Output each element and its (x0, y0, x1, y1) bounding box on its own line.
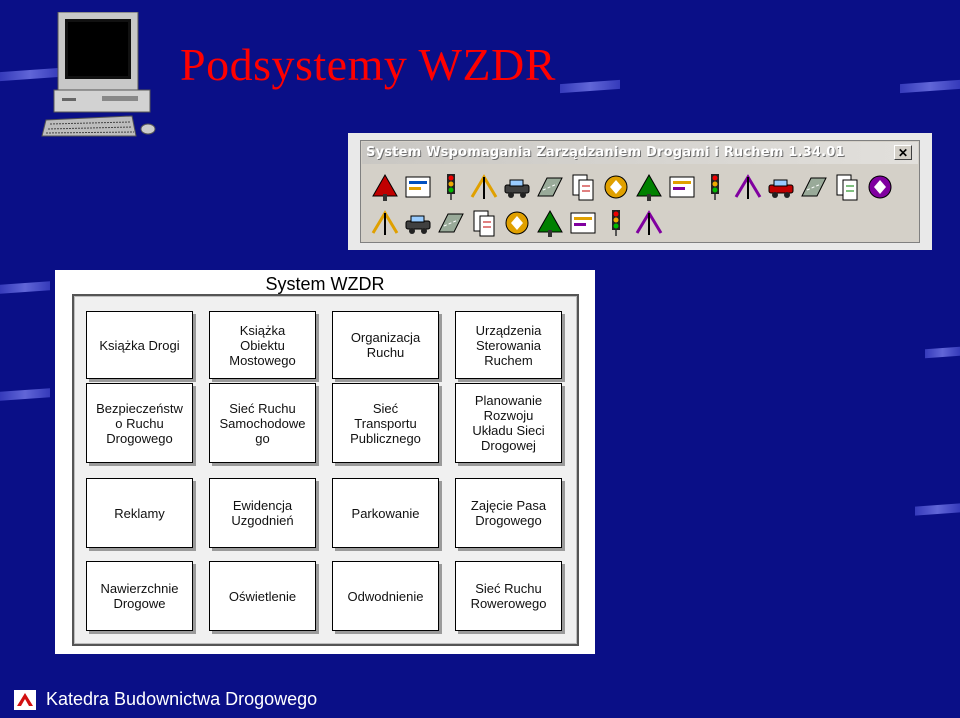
abc-text-icon (405, 176, 430, 197)
bridge-icon (836, 174, 857, 200)
parking-car-icon (734, 173, 761, 199)
diagram-title: System WZDR (265, 274, 385, 294)
subsystem-box: Książka Obiektu Mostowego (209, 311, 316, 379)
subsystem-box: Parkowanie (332, 478, 439, 548)
road-surface-icon (635, 173, 662, 201)
toolbar-cross-car-icon[interactable] (501, 207, 532, 238)
sign-icon (371, 173, 398, 201)
computer-icon (41, 12, 156, 137)
toolbar-gate-icon[interactable] (765, 171, 796, 202)
toolbar-road-junction-icon[interactable] (600, 171, 631, 202)
subsystem-box: Sieć Ruchu Samochodowe go (209, 383, 316, 463)
report-icon (371, 209, 398, 235)
decorative-stripe (900, 79, 960, 94)
app-window-inner: System Wspomagania Zarządzaniem Drogami … (360, 140, 920, 243)
toolbar-road-surface-icon[interactable] (633, 171, 664, 202)
toolbar-intersection-icon[interactable] (567, 171, 598, 202)
university-logo-icon (14, 690, 36, 710)
subsystem-box: Sieć Transportu Publicznego (332, 383, 439, 463)
toolbar-abc-text-icon[interactable] (402, 171, 433, 202)
checklist-icon (473, 210, 494, 236)
toolbar-road-layer-icon[interactable] (534, 207, 565, 238)
subsystem-box: Odwodnienie (332, 561, 439, 631)
toolbar-checklist-icon[interactable] (468, 207, 499, 238)
road-section-icon (635, 209, 662, 235)
toolbar-sign-icon[interactable] (369, 171, 400, 202)
toolbar-bus-icon[interactable] (402, 207, 433, 238)
toolbar-document-icon[interactable] (468, 171, 499, 202)
toolbar-documents-icon[interactable] (864, 171, 895, 202)
toolbar-traffic-light-icon[interactable] (501, 171, 532, 202)
map-list-icon (446, 173, 455, 200)
subsystem-box: Książka Drogi (86, 311, 193, 379)
branches-icon (800, 177, 827, 196)
toolbar-kat-label-icon[interactable] (567, 207, 598, 238)
decorative-stripe (0, 281, 50, 294)
crossroads-icon (536, 177, 563, 196)
toolbar-row-2 (369, 207, 664, 238)
toolbar-parking-icon[interactable] (435, 207, 466, 238)
subsystem-box: Nawierzchnie Drogowe (86, 561, 193, 631)
toolbar-report-icon[interactable] (369, 207, 400, 238)
app-title: System Wspomagania Zarządzaniem Drogami … (366, 145, 845, 160)
parking-icon (437, 213, 464, 232)
toolbar-tree-icon[interactable] (699, 171, 730, 202)
bus-icon (405, 215, 430, 234)
toolbar-bridge-icon[interactable] (831, 171, 862, 202)
subsystem-box: Planowanie Rozwoju Układu Sieci Drogowej (455, 383, 562, 463)
tree-icon (710, 173, 719, 200)
kat-label-icon (570, 212, 595, 233)
toolbar-car-icon[interactable] (666, 171, 697, 202)
subsystem-box: Bezpieczeństw o Ruchu Drogowego (86, 383, 193, 463)
angle-90-icon (611, 209, 620, 236)
road-layer-icon (536, 209, 563, 237)
decorative-stripe (0, 388, 50, 401)
subsystem-box: Ewidencja Uzgodnień (209, 478, 316, 548)
slide-title: Podsystemy WZDR (180, 39, 556, 90)
subsystem-box: Organizacja Ruchu (332, 311, 439, 379)
documents-icon (868, 175, 891, 198)
toolbar-map-list-icon[interactable] (435, 171, 466, 202)
subsystem-box: Urządzenia Sterowania Ruchem (455, 311, 562, 379)
car-icon (669, 176, 694, 197)
subsystem-box: Sieć Ruchu Rowerowego (455, 561, 562, 631)
toolbar-row-1 (369, 171, 895, 202)
close-button[interactable]: ✕ (894, 145, 912, 160)
subsystem-box: Reklamy (86, 478, 193, 548)
decorative-stripe (915, 503, 960, 516)
gate-icon (768, 179, 793, 198)
subsystem-box: Oświetlenie (209, 561, 316, 631)
toolbar-road-section-icon[interactable] (633, 207, 664, 238)
cross-car-icon (505, 211, 528, 234)
app-titlebar: System Wspomagania Zarządzaniem Drogami … (362, 142, 918, 164)
intersection-icon (572, 174, 593, 200)
footer-text: Katedra Budownictwa Drogowego (46, 689, 318, 709)
document-icon (470, 173, 497, 199)
decorative-stripe (560, 79, 620, 94)
traffic-light-icon (504, 179, 529, 198)
toolbar-angle-90-icon[interactable] (600, 207, 631, 238)
toolbar-parking-car-icon[interactable] (732, 171, 763, 202)
toolbar-branches-icon[interactable] (798, 171, 829, 202)
toolbar-crossroads-icon[interactable] (534, 171, 565, 202)
app-window: System Wspomagania Zarządzaniem Drogami … (348, 133, 932, 250)
decorative-stripe (925, 346, 960, 359)
subsystem-box: Zajęcie Pasa Drogowego (455, 478, 562, 548)
road-junction-icon (604, 175, 627, 198)
